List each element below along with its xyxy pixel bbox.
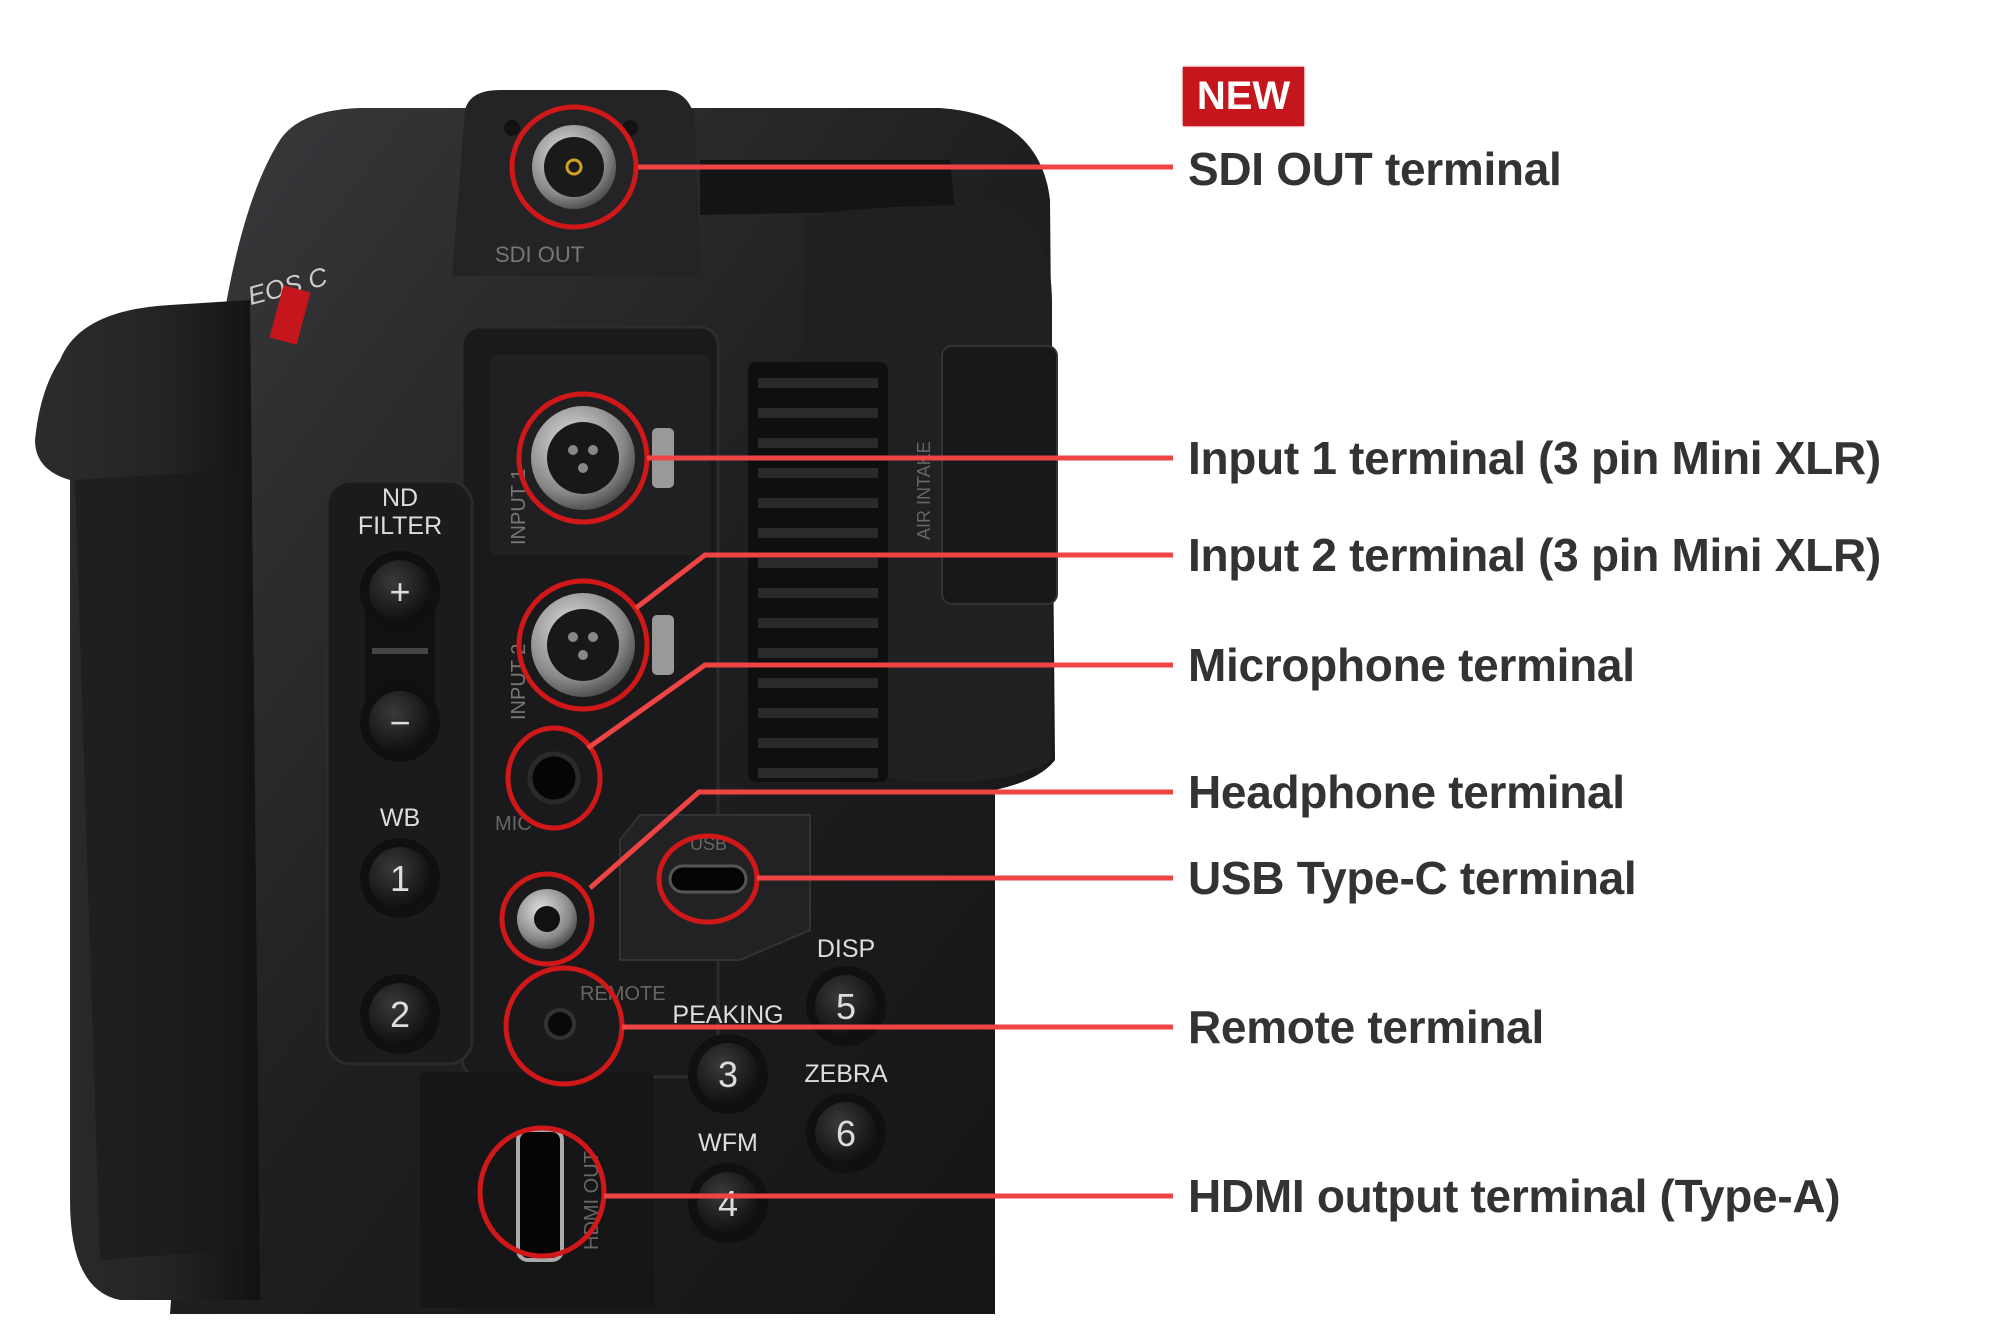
button-strip bbox=[325, 479, 474, 1066]
highlight-circle-sdi-out bbox=[509, 104, 639, 230]
leader-line-headphone bbox=[588, 789, 1173, 890]
button-marking-btn3: 3 bbox=[718, 1054, 738, 1095]
marking-nd_filter_1: ND bbox=[382, 484, 418, 512]
air-intake-marking: AIR INTAKE bbox=[914, 441, 934, 540]
xlr-input-2 bbox=[531, 593, 674, 697]
label-microphone: Microphone terminal bbox=[1188, 639, 1635, 691]
label-input-1: Input 1 terminal (3 pin Mini XLR) bbox=[1188, 432, 1881, 484]
label-input-2: Input 2 terminal (3 pin Mini XLR) bbox=[1188, 529, 1881, 581]
button-marking-btn5: 5 bbox=[836, 986, 856, 1027]
button-marking-btn2: 2 bbox=[390, 994, 410, 1035]
marking-wb: WB bbox=[380, 804, 420, 832]
marking-peaking: PEAKING bbox=[672, 1001, 783, 1029]
sdi-out-marking: SDI OUT bbox=[495, 242, 584, 267]
vent-slat bbox=[758, 498, 878, 508]
camera-button-btn6 bbox=[815, 1102, 877, 1164]
marking-disp: DISP bbox=[817, 935, 875, 963]
leader-line-input-2 bbox=[634, 552, 1173, 610]
usb-c-port bbox=[668, 864, 748, 894]
button-marking-btn1: 1 bbox=[390, 858, 410, 899]
camera-button-btn1 bbox=[369, 847, 431, 909]
top-housing bbox=[700, 160, 955, 215]
vent-slat bbox=[758, 438, 878, 448]
button-marking-btn4: 4 bbox=[718, 1183, 738, 1224]
xlr-input-1 bbox=[531, 406, 674, 510]
vent-slat bbox=[758, 618, 878, 628]
hdmi-port bbox=[516, 1128, 564, 1262]
remote-marking: REMOTE bbox=[580, 983, 666, 1005]
label-hdmi: HDMI output terminal (Type-A) bbox=[1188, 1170, 1841, 1222]
input-2-marking: INPUT 2 bbox=[508, 644, 530, 720]
input-1-marking: INPUT 1 bbox=[508, 469, 530, 545]
button-marking-minus: − bbox=[389, 702, 410, 743]
label-usb-c: USB Type-C terminal bbox=[1188, 852, 1637, 904]
vent-slat bbox=[758, 648, 878, 658]
button-marking-btn6: 6 bbox=[836, 1113, 856, 1154]
callout-graphics bbox=[477, 104, 1173, 1259]
button-marking-plus: + bbox=[389, 571, 410, 612]
vent bbox=[748, 362, 888, 782]
marking-wfm: WFM bbox=[698, 1129, 758, 1157]
vent-slat bbox=[758, 528, 878, 538]
highlight-circle-hdmi bbox=[477, 1125, 607, 1259]
vent-slat bbox=[758, 768, 878, 778]
marking-zebra: ZEBRA bbox=[804, 1060, 888, 1088]
marking-nd_filter_2: FILTER bbox=[358, 512, 442, 540]
vent-slat bbox=[758, 678, 878, 688]
camera-button-minus bbox=[369, 691, 431, 753]
vent-slat bbox=[758, 378, 878, 388]
air-intake-door bbox=[941, 345, 1058, 605]
vent-slat bbox=[758, 558, 878, 568]
camera-button-btn4 bbox=[697, 1172, 759, 1234]
camera-button-btn2 bbox=[369, 983, 431, 1045]
new-badge: NEW bbox=[1183, 67, 1304, 126]
camera-button-btn5 bbox=[815, 975, 877, 1037]
label-remote: Remote terminal bbox=[1188, 1001, 1544, 1053]
vent-slat bbox=[758, 408, 878, 418]
camera-button-plus bbox=[369, 560, 431, 622]
vent-slat bbox=[758, 738, 878, 748]
vent-slat bbox=[758, 588, 878, 598]
highlight-circle-headphone bbox=[499, 871, 595, 967]
label-sdi-out: SDI OUT terminal bbox=[1188, 143, 1562, 195]
remote-jack bbox=[544, 1008, 576, 1040]
vent-slat bbox=[758, 468, 878, 478]
highlight-circle-microphone bbox=[505, 725, 603, 831]
leader-line-microphone bbox=[586, 662, 1173, 751]
mic-marking: MIC bbox=[495, 813, 532, 835]
vent-slat bbox=[758, 708, 878, 718]
mic-jack bbox=[527, 751, 581, 805]
camera-button-btn3 bbox=[697, 1043, 759, 1105]
highlight-circle-input-2 bbox=[516, 578, 650, 712]
label-headphone: Headphone terminal bbox=[1188, 766, 1625, 818]
